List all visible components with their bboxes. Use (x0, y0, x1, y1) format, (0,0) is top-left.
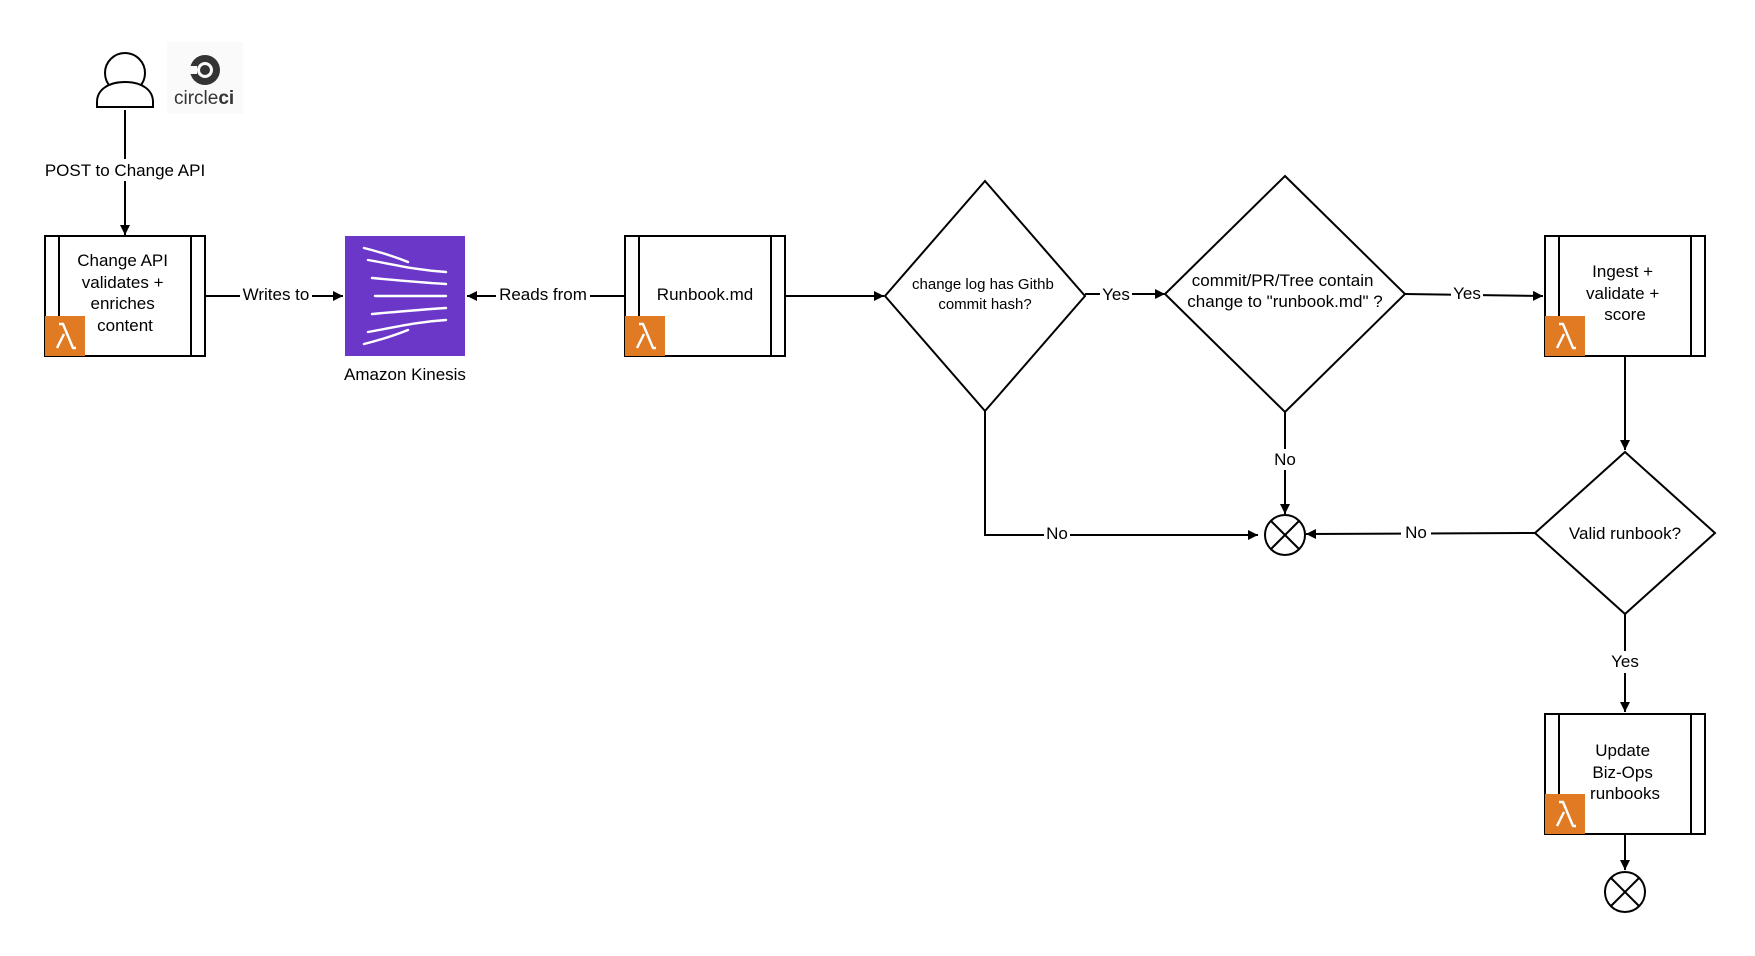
edge-label-no-valid: No (1405, 523, 1427, 542)
aws-lambda-icon (1545, 794, 1585, 834)
circleci-logo: circleci (167, 42, 243, 114)
edge-no-valid: No (1305, 522, 1536, 543)
edge-reads: Reads from (467, 284, 625, 306)
svg-text:circleci: circleci (174, 88, 234, 109)
svg-text:Update Biz-Ops run: Update Biz-Ops runbooks (1590, 741, 1660, 803)
process-ingest: Ingest + validate + score (1544, 235, 1706, 357)
end-x-icon (1264, 514, 1306, 556)
user-icon (96, 52, 154, 108)
kinesis-stream-icon (345, 236, 465, 356)
svg-text:Change API validates +: Change API validates + enriches content (77, 251, 172, 335)
end-x-icon (1604, 871, 1646, 913)
aws-lambda-icon (1545, 316, 1585, 356)
svg-text:change log has Githb com: change log has Githb commit hash? (912, 276, 1058, 313)
aws-lambda-icon (45, 316, 85, 356)
process-update-bizops: Update Biz-Ops runbooks (1544, 713, 1706, 835)
edge-label-yes1: Yes (1102, 285, 1130, 304)
decision-commit-hash: change log has Githb commit hash? (883, 179, 1087, 413)
aws-lambda-icon (625, 316, 665, 356)
process-runbook-md: Runbook.md (624, 235, 786, 357)
decision-valid-runbook: Valid runbook? (1533, 450, 1717, 616)
svg-text:Runbook.md: Runbook.md (657, 285, 753, 304)
edge-writes: Writes to (205, 284, 343, 306)
kinesis-label: Amazon Kinesis (344, 365, 466, 384)
edge-label-writes: Writes to (243, 285, 310, 304)
svg-text:Ingest + validate +: Ingest + validate + score (1586, 262, 1664, 324)
edge-no-runbook: No (1270, 412, 1300, 514)
decision-runbook-changed: commit/PR/Tree contain change to "runboo… (1163, 174, 1407, 414)
edge-label-post: POST to Change API (45, 161, 205, 180)
edge-label-no-hash: No (1046, 524, 1068, 543)
edge-label-no-runbook: No (1274, 450, 1296, 469)
edge-post: POST to Change API (36, 110, 214, 235)
edge-yes2: Yes (1404, 283, 1544, 304)
svg-text:commit/PR/Tree contain c: commit/PR/Tree contain change to "runboo… (1187, 271, 1382, 311)
edge-label-reads: Reads from (499, 285, 587, 304)
edge-label-yes2: Yes (1453, 284, 1481, 303)
edge-label-yes-valid: Yes (1611, 652, 1639, 671)
edge-no-hash: No (984, 411, 1258, 544)
process-change-api: Change API validates + enriches content (44, 235, 206, 357)
edge-yes1: Yes (1085, 283, 1165, 304)
edge-yes-valid: Yes (1607, 614, 1643, 712)
svg-text:Valid runbook?: Valid runbook? (1569, 524, 1681, 543)
